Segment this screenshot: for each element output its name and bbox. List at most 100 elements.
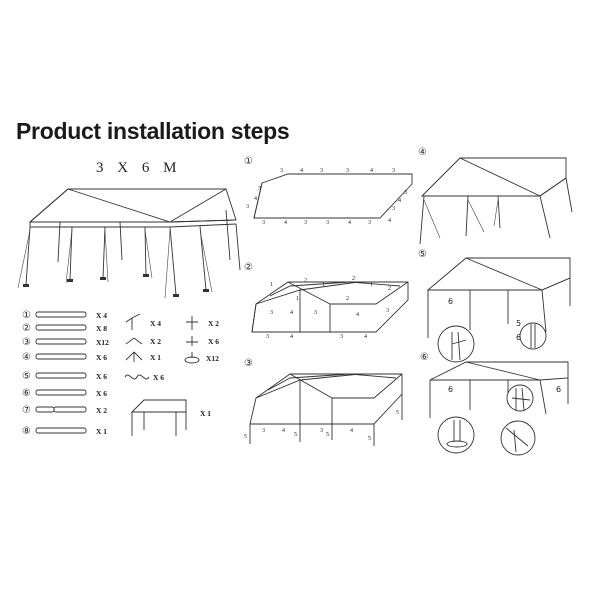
svg-text:4: 4 (254, 196, 257, 202)
part-row-7: ⑦ X 2 (22, 405, 107, 416)
svg-text:X 1: X 1 (200, 409, 211, 418)
step-3-frame: ③ 5 5 5 5 5 3 4 3 4 (244, 358, 403, 446)
svg-text:3: 3 (346, 168, 349, 174)
svg-text:X 4: X 4 (150, 319, 161, 328)
step-4-tent: ④ (418, 147, 573, 245)
svg-text:4: 4 (290, 334, 293, 340)
svg-text:3: 3 (340, 334, 343, 340)
svg-text:4: 4 (348, 220, 351, 226)
svg-text:③: ③ (244, 358, 253, 369)
svg-text:⑥: ⑥ (420, 352, 429, 363)
parts-list: ① X 4 ② X 8 ③ X12 ④ X 6 ⑤ X 6 ⑥ X 6 (22, 310, 109, 437)
svg-text:①: ① (244, 156, 253, 167)
svg-text:3: 3 (320, 168, 323, 174)
svg-text:X 6: X 6 (208, 337, 219, 346)
svg-text:4: 4 (284, 220, 287, 226)
svg-text:3: 3 (246, 204, 249, 210)
svg-text:5: 5 (326, 432, 329, 438)
svg-text:X 6: X 6 (96, 389, 107, 398)
svg-text:6: 6 (556, 385, 561, 394)
svg-text:X 1: X 1 (96, 427, 107, 436)
svg-text:⑤: ⑤ (418, 249, 427, 260)
assembled-tent-illustration (17, 188, 241, 299)
tee-connector-icon: X 6 (186, 336, 219, 346)
svg-text:1: 1 (322, 282, 325, 288)
svg-text:X 2: X 2 (208, 319, 219, 328)
svg-text:3: 3 (266, 334, 269, 340)
svg-text:3: 3 (392, 206, 395, 212)
step-1-frame: ① 3 4 3 3 4 3 3 4 3 3 4 3 3 4 3 3 4 3 4 (244, 156, 413, 226)
svg-text:3: 3 (280, 168, 283, 174)
svg-text:2: 2 (352, 276, 355, 282)
part-row-2: ② X 8 (22, 323, 107, 334)
svg-text:X 4: X 4 (96, 311, 107, 320)
svg-text:5: 5 (396, 410, 399, 416)
part-row-8: ⑧ X 1 (22, 426, 107, 437)
svg-text:3: 3 (270, 310, 273, 316)
tent-size-label: 3 X 6 M (96, 160, 182, 176)
svg-text:⑥: ⑥ (22, 388, 31, 399)
svg-text:3: 3 (386, 308, 389, 314)
part-row-1: ① X 4 (22, 310, 107, 321)
connectors-list: X 4 X 2 X 1 X 6 (124, 313, 164, 382)
svg-text:X 8: X 8 (96, 324, 107, 333)
svg-text:X 2: X 2 (150, 337, 161, 346)
svg-text:2: 2 (388, 286, 391, 292)
corner-connector-icon: X 4 (125, 313, 161, 330)
svg-text:X 6: X 6 (96, 372, 107, 381)
svg-text:X 1: X 1 (150, 353, 161, 362)
svg-text:4: 4 (370, 168, 373, 174)
svg-text:5: 5 (368, 436, 371, 442)
svg-text:①: ① (22, 310, 31, 321)
part-row-5: ⑤ X 6 (22, 371, 107, 382)
svg-text:5: 5 (516, 319, 521, 328)
svg-text:4: 4 (350, 428, 353, 434)
svg-text:X 6: X 6 (153, 373, 164, 382)
svg-text:4: 4 (290, 310, 293, 316)
svg-text:6: 6 (448, 297, 453, 306)
svg-text:⑧: ⑧ (22, 426, 31, 437)
part-row-6: ⑥ X 6 (22, 388, 107, 399)
svg-text:⑤: ⑤ (22, 371, 31, 382)
svg-text:4: 4 (282, 428, 285, 434)
svg-text:5: 5 (294, 432, 297, 438)
svg-text:4: 4 (300, 168, 303, 174)
svg-text:3: 3 (262, 220, 265, 226)
svg-text:X 2: X 2 (96, 406, 107, 415)
svg-text:3: 3 (320, 428, 323, 434)
canopy-cover-icon: X 1 (130, 399, 211, 436)
svg-text:3: 3 (258, 186, 261, 192)
foot-plate-icon: X12 (184, 352, 219, 364)
svg-text:③: ③ (22, 337, 31, 348)
svg-text:3: 3 (326, 220, 329, 226)
svg-text:3: 3 (304, 220, 307, 226)
svg-text:X12: X12 (206, 354, 219, 363)
svg-text:3: 3 (368, 220, 371, 226)
cross-connector-icon: X 2 (186, 316, 219, 330)
rope-icon: X 6 (124, 373, 164, 382)
svg-text:X 6: X 6 (96, 353, 107, 362)
svg-text:3: 3 (314, 310, 317, 316)
svg-text:②: ② (244, 262, 253, 273)
svg-text:2: 2 (304, 278, 307, 284)
svg-text:4: 4 (388, 218, 391, 224)
svg-text:⑦: ⑦ (22, 405, 31, 416)
svg-text:2: 2 (346, 296, 349, 302)
svg-text:1: 1 (296, 296, 299, 302)
part-row-4: ④ X 6 (22, 352, 107, 363)
svg-text:②: ② (22, 323, 31, 334)
svg-text:1: 1 (270, 282, 273, 288)
part-row-3: ③ X12 (22, 337, 109, 348)
svg-text:3: 3 (262, 428, 265, 434)
svg-text:5: 5 (244, 434, 247, 440)
svg-text:4: 4 (364, 334, 367, 340)
svg-text:4: 4 (398, 198, 401, 204)
svg-text:X12: X12 (96, 338, 109, 347)
angle-connector-icon: X 2 (125, 337, 161, 346)
svg-text:4: 4 (356, 312, 359, 318)
step-5-tent: ⑤ 6 5 6 (418, 249, 571, 363)
svg-text:3: 3 (392, 168, 395, 174)
step-2-frame: ② 1 2 1 2 1 2 1 2 3 4 3 4 3 3 4 3 4 (244, 262, 409, 340)
ridge-connector-icon: X 1 (125, 351, 161, 362)
